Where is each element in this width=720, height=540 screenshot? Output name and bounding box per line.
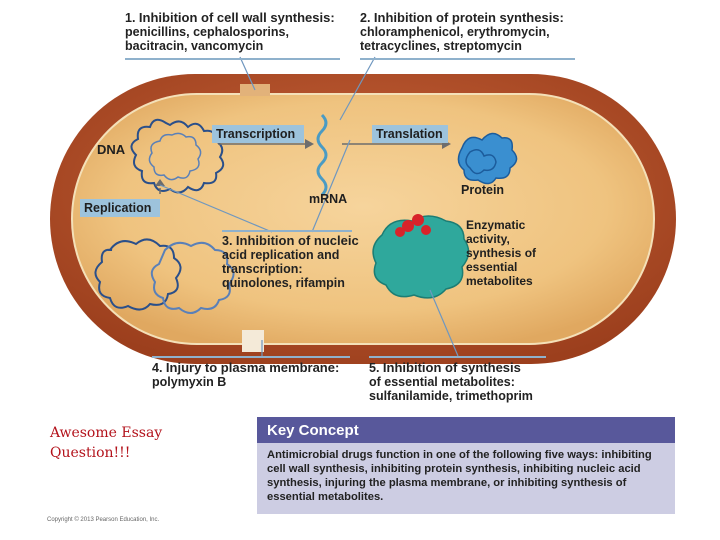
callout-title: Injury to plasma membrane: (165, 360, 340, 375)
key-concept-body: Antimicrobial drugs function in one of t… (267, 449, 652, 503)
callout-number: 4. (152, 361, 163, 375)
dna-loop-inner (148, 132, 202, 181)
callout-bar (360, 58, 575, 60)
essay-prompt: Awesome Essay Question!!! (50, 423, 162, 463)
callout-number: 5. (369, 361, 380, 375)
leader-lines (159, 56, 459, 357)
callout-bar (125, 58, 340, 60)
callout-line: bacitracin, vancomycin (125, 39, 264, 53)
key-concept-box: Key Concept Antimicrobial drugs function… (257, 417, 675, 514)
callout-protein-synthesis: 2. Inhibition of protein synthesis: chlo… (360, 10, 564, 54)
callout-title: Inhibition of nucleic (235, 233, 359, 248)
callout-line: of essential metabolites: (369, 375, 515, 389)
replication-arrow (155, 179, 165, 194)
callout-line: transcription: (222, 262, 303, 276)
callout-line: chloramphenicol, erythromycin, (360, 25, 550, 39)
key-concept-title: Key Concept (267, 422, 359, 439)
callout-bar (152, 356, 350, 358)
callout-plasma-membrane: 4. Injury to plasma membrane: polymyxin … (152, 360, 340, 390)
callout-line: sulfanilamide, trimethoprim (369, 389, 533, 403)
replicating-dna-right (150, 241, 235, 314)
callout-line: penicillins, cephalosporins, (125, 25, 289, 39)
callout-bar (222, 230, 352, 232)
mrna-label: mRNA (309, 192, 348, 206)
dna-label: DNA (97, 142, 126, 157)
transcription-label: Transcription (212, 125, 304, 143)
transcription-arrow (218, 139, 314, 149)
protein-label: Protein (461, 183, 505, 197)
callout-line: polymyxin B (152, 375, 227, 389)
callout-title: Inhibition of cell wall synthesis: (138, 10, 335, 25)
dna-loop (130, 118, 225, 194)
translation-label: Translation (372, 125, 448, 143)
enzymatic-label: Enzymatic activity, synthesis of essenti… (466, 218, 536, 288)
protein-coil (457, 132, 518, 185)
callout-essential-metabolites: 5. Inhibition of synthesis of essential … (369, 360, 533, 404)
enzyme-blob (372, 215, 470, 299)
enzymatic-line: Enzymatic (466, 218, 526, 232)
callout-title: Inhibition of protein synthesis: (373, 10, 564, 25)
mrna-strand (316, 113, 328, 197)
enzymatic-line: essential (466, 260, 518, 274)
enzymatic-line: activity, (466, 232, 510, 246)
callout-title: Inhibition of synthesis (382, 360, 521, 375)
callout-line: acid replication and (222, 248, 340, 262)
wall-notch-bottom (242, 330, 264, 352)
replication-label: Replication (80, 199, 160, 217)
enzyme-active-site (395, 214, 431, 237)
key-concept-header: Key Concept (257, 417, 675, 443)
callout-number: 1. (125, 11, 136, 25)
callout-number: 3. (222, 234, 233, 248)
replicating-dna-left (94, 238, 182, 311)
enzymatic-line: synthesis of (466, 246, 537, 260)
callout-line: quinolones, rifampin (222, 276, 345, 290)
callout-cell-wall: 1. Inhibition of cell wall synthesis: pe… (125, 10, 335, 54)
copyright-notice: Copyright © 2013 Pearson Education, Inc. (47, 517, 160, 523)
enzymatic-line: metabolites (466, 274, 533, 288)
cytoplasm (71, 93, 655, 345)
callout-line: tetracyclines, streptomycin (360, 39, 522, 53)
essay-line: Question!!! (50, 445, 131, 461)
callout-bar (369, 356, 546, 358)
callout-nucleic-acid: 3. Inhibition of nucleic acid replicatio… (222, 233, 359, 291)
essay-line: Awesome Essay (50, 425, 163, 441)
callout-number: 2. (360, 11, 371, 25)
